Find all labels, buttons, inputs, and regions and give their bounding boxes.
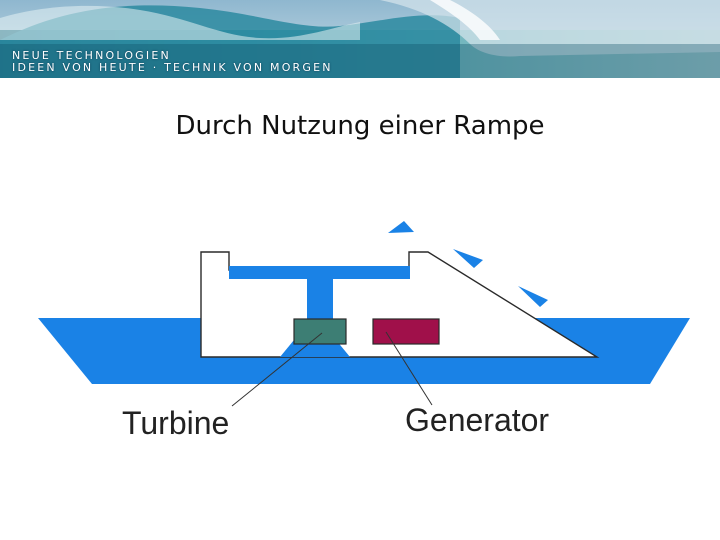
wave-drop-3: [518, 286, 548, 307]
wave-background: [0, 0, 720, 78]
penstock: [307, 279, 333, 319]
turbine-block: [293, 318, 347, 345]
turbine-leader-line: [231, 332, 323, 407]
generator-label: Generator: [405, 402, 549, 438]
banner-tagline-2: IDEEN VON HEUTE · TECHNIK VON MORGEN: [12, 61, 333, 74]
banner-tagline-1: NEUE TECHNOLOGIEN: [12, 49, 171, 62]
turbine-label: Turbine: [122, 405, 229, 441]
generator-block: [372, 318, 440, 345]
wave-drop-2: [453, 249, 483, 268]
reservoir-water: [229, 266, 410, 279]
wave-drop-1: [388, 221, 414, 233]
generator-leader-line: [385, 331, 433, 406]
slide-title: Durch Nutzung einer Rampe: [175, 111, 545, 141]
header-banner: NEUE TECHNOLOGIEN IDEEN VON HEUTE · TECH…: [0, 0, 720, 78]
